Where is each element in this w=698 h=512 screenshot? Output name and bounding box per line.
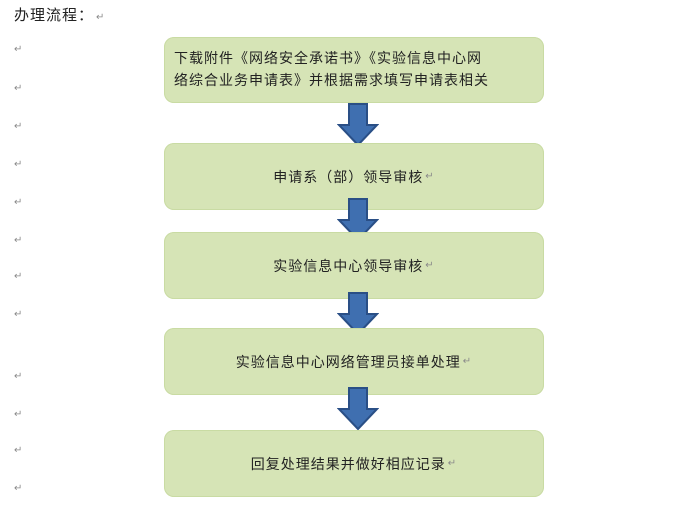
flow-step-text: 实验信息中心网络管理员接单处理 xyxy=(235,354,461,371)
paragraph-mark: ↵ xyxy=(14,309,23,320)
paragraph-mark: ↵ xyxy=(14,409,23,420)
paragraph-mark: ↵ xyxy=(447,458,458,469)
flow-step-download-forms: 下载附件《网络安全承诺书》《实验信息中心网 络综合业务申请表》并根据需求填写申请… xyxy=(164,37,544,103)
process-heading: 办理流程：↵ xyxy=(14,4,105,25)
flow-step-line: 络综合业务申请表》并根据需求填写申请表相关 xyxy=(174,73,489,89)
paragraph-mark: ↵ xyxy=(14,197,23,208)
paragraph-mark: ↵ xyxy=(14,445,23,456)
paragraph-mark: ↵ xyxy=(14,159,23,170)
paragraph-mark: ↵ xyxy=(14,83,23,94)
down-arrow-icon xyxy=(337,198,379,242)
flow-step-text: 实验信息中心领导审核 xyxy=(273,258,424,275)
paragraph-mark: ↵ xyxy=(14,371,23,382)
paragraph-mark: ↵ xyxy=(14,121,23,132)
down-arrow-icon xyxy=(337,292,379,336)
down-arrow-icon xyxy=(337,103,379,147)
paragraph-mark: ↵ xyxy=(14,271,23,282)
paragraph-mark: ↵ xyxy=(462,356,473,367)
paragraph-mark: ↵ xyxy=(14,483,23,494)
process-heading-text: 办理流程： xyxy=(14,6,95,24)
paragraph-mark: ↵ xyxy=(14,235,23,246)
paragraph-mark: ↵ xyxy=(425,260,435,271)
paragraph-mark: ↵ xyxy=(14,44,23,55)
paragraph-mark: ↵ xyxy=(96,12,106,23)
paragraph-mark: ↵ xyxy=(425,171,435,182)
flow-step-center-review: 实验信息中心领导审核↵ xyxy=(164,232,544,299)
flow-step-text: 申请系（部）领导审核 xyxy=(273,169,424,186)
flow-step-text: 下载附件《网络安全承诺书》《实验信息中心网 络综合业务申请表》并根据需求填写申请… xyxy=(174,48,489,92)
flow-step-text: 回复处理结果并做好相应记录 xyxy=(250,456,446,473)
flow-step-reply-record: 回复处理结果并做好相应记录↵ xyxy=(164,430,544,497)
flow-step-admin-processing: 实验信息中心网络管理员接单处理↵ xyxy=(164,328,544,395)
flow-step-line: 下载附件《网络安全承诺书》《实验信息中心网 xyxy=(174,51,482,67)
down-arrow-icon xyxy=(337,387,379,431)
